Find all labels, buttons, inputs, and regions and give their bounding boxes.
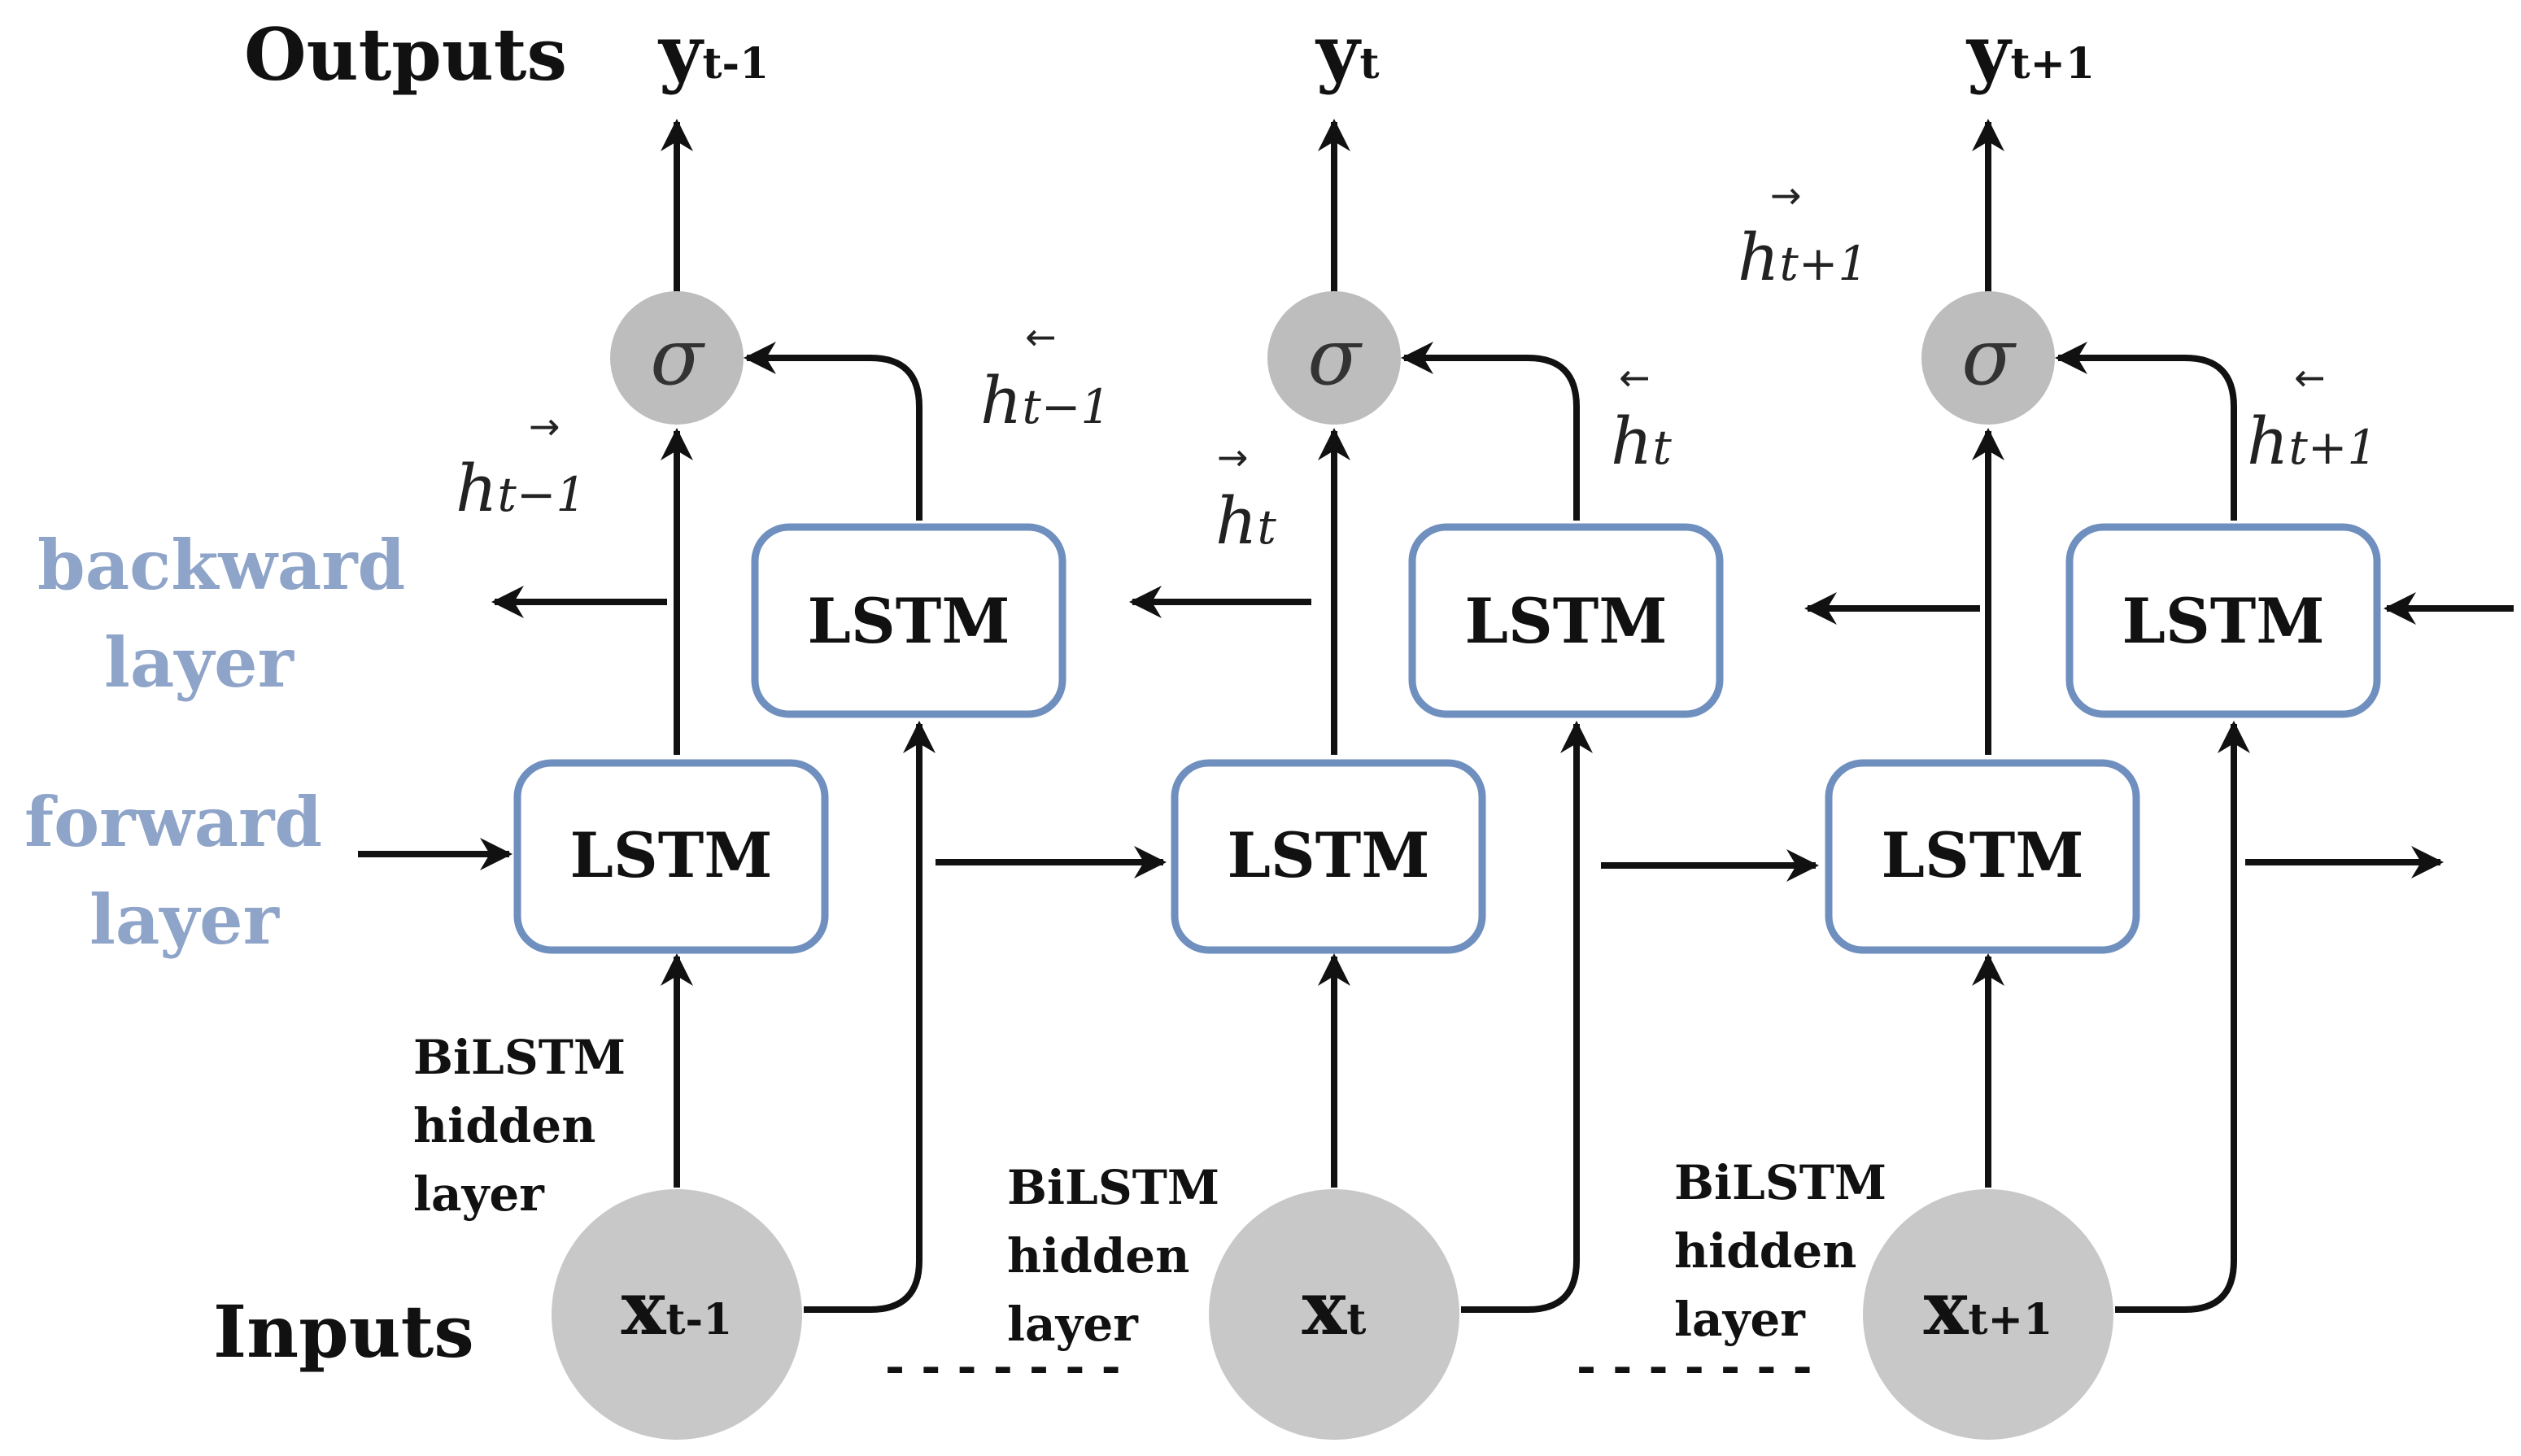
input-node	[552, 1189, 802, 1440]
sigma-symbol: σ	[650, 312, 705, 403]
svg-text:ht: ht	[1611, 403, 1673, 479]
h-forward-label: → ht	[1215, 435, 1277, 559]
hidden-label-line1: BiLSTM	[1674, 1155, 1886, 1210]
separator-dashes-1: - - - - - - -	[885, 1339, 1121, 1394]
right-arrow-accent: →	[1217, 435, 1249, 479]
forward-lstm-label: LSTM	[1881, 819, 2083, 891]
left-arrow-accent: ←	[1025, 315, 1057, 359]
forward-lstm-box	[1171, 759, 1486, 954]
backward-to-sigma-arrow	[744, 342, 922, 521]
svg-text:ht−1: ht−1	[456, 451, 586, 526]
hidden-layer-label-2: BiLSTM hidden layer	[1007, 1160, 1219, 1352]
inputs-label: Inputs	[213, 1289, 474, 1374]
hidden-label-line2: hidden	[1007, 1228, 1189, 1284]
sigma-node	[1267, 291, 1401, 425]
backward-layer-label-line2: layer	[104, 622, 295, 703]
backward-lstm-box	[751, 523, 1066, 718]
backward-layer-label-line1: backward	[37, 525, 405, 605]
separator-dashes-2: - - - - - - -	[1577, 1339, 1812, 1394]
output-label: yt-1	[657, 8, 769, 96]
hidden-layer-label-1: BiLSTM hidden layer	[413, 1030, 626, 1222]
h-backward-label: ← ht+1	[2247, 355, 2377, 479]
input-label: xt	[1302, 1264, 1367, 1352]
svg-text:ht+1: ht+1	[2247, 403, 2377, 479]
timestep-t: yt σ → ht ← ht LSTM LSTM xt	[1171, 8, 1724, 1440]
hidden-label-line3: layer	[413, 1166, 545, 1222]
backward-lstm-label: LSTM	[2122, 585, 2324, 657]
svg-text:ht: ht	[1215, 483, 1277, 559]
forward-layer-label-line1: forward	[24, 782, 322, 862]
sigma-symbol: σ	[1307, 312, 1363, 403]
hidden-label-line1: BiLSTM	[1007, 1160, 1219, 1215]
input-node	[1863, 1189, 2113, 1440]
hidden-label-line1: BiLSTM	[413, 1030, 626, 1085]
right-arrow-accent: →	[529, 404, 560, 448]
sigma-symbol: σ	[1961, 312, 2017, 403]
backward-to-sigma-arrow	[2055, 342, 2237, 521]
hidden-label-line3: layer	[1674, 1292, 1806, 1347]
backward-to-sigma-arrow	[1401, 342, 1580, 521]
timestep-t-plus-1: yt+1 σ → ht+1 ← ht+1 LSTM LSTM xt+1	[1738, 8, 2381, 1440]
output-label: yt	[1315, 8, 1380, 96]
forward-lstm-box	[1825, 759, 2140, 954]
hidden-label-line2: hidden	[413, 1098, 595, 1153]
hidden-label-line3: layer	[1007, 1297, 1139, 1352]
backward-lstm-label: LSTM	[807, 585, 1010, 657]
h-forward-label: → ht−1	[456, 404, 586, 526]
forward-lstm-box	[513, 759, 829, 954]
sigma-node	[610, 291, 744, 425]
forward-lstm-label: LSTM	[1227, 819, 1429, 891]
input-to-backward-arrow	[804, 721, 936, 1313]
sigma-node	[1921, 291, 2055, 425]
forward-lstm-label: LSTM	[569, 819, 772, 891]
backward-lstm-box	[2065, 523, 2381, 718]
h-backward-label: ← ht−1	[980, 315, 1110, 438]
hidden-layer-label-3: BiLSTM hidden layer	[1674, 1155, 1886, 1347]
input-label: xt-1	[622, 1264, 733, 1352]
backward-lstm-label: LSTM	[1464, 585, 1667, 657]
right-arrow-accent: →	[1770, 173, 1802, 217]
hidden-label-line2: hidden	[1674, 1223, 1856, 1279]
h-forward-label: → ht+1	[1738, 173, 1868, 295]
timestep-t-minus-1: yt-1 σ → ht−1 ← ht−1 LSTM LSTM xt-1	[456, 8, 1110, 1440]
svg-text:ht+1: ht+1	[1738, 220, 1868, 295]
forward-layer-label-line2: layer	[89, 879, 281, 960]
h-backward-label: ← ht	[1611, 355, 1673, 479]
outputs-label: Outputs	[244, 12, 567, 97]
svg-text:ht−1: ht−1	[980, 363, 1110, 438]
left-arrow-accent: ←	[1619, 355, 1651, 399]
backward-lstm-box	[1408, 523, 1724, 718]
left-arrow-accent: ←	[2294, 355, 2326, 399]
input-to-backward-arrow	[1461, 721, 1593, 1313]
input-label: xt+1	[1924, 1264, 2053, 1352]
input-node	[1209, 1189, 1459, 1440]
output-label: yt+1	[1965, 8, 2095, 96]
input-to-backward-arrow	[2115, 721, 2250, 1313]
